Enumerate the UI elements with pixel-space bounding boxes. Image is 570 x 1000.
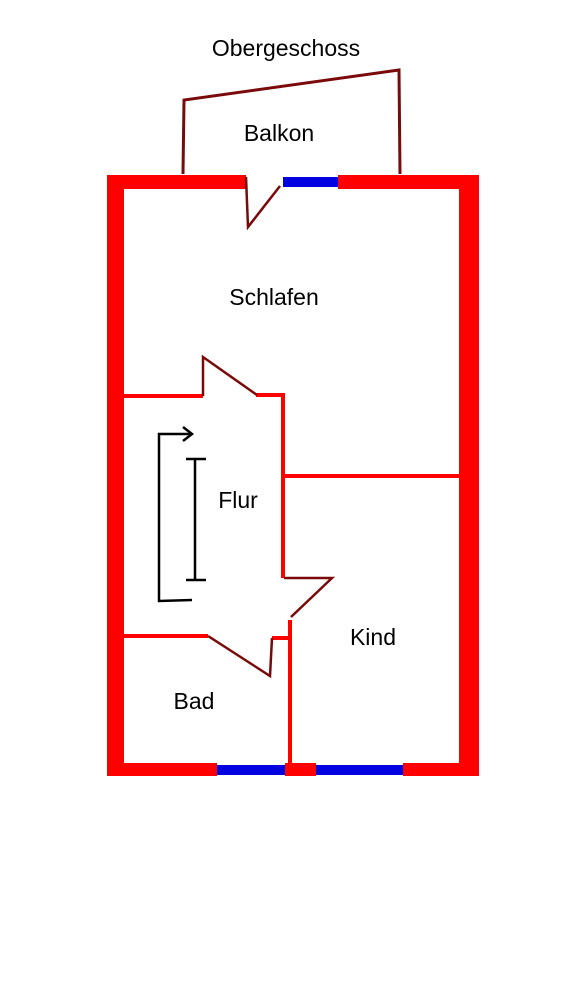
door-bedroom xyxy=(201,354,258,397)
wall-top-right xyxy=(338,175,479,189)
wall-top-left xyxy=(107,175,246,189)
child-room-label: Kind xyxy=(350,624,396,650)
wall-right xyxy=(459,175,479,776)
door-balcony xyxy=(244,176,281,231)
window-child-room xyxy=(316,765,403,775)
balcony-outline xyxy=(181,68,402,175)
wall-bottom-right xyxy=(403,763,479,776)
stair-arrow-path xyxy=(157,432,193,603)
windows xyxy=(217,177,403,775)
door-child-room xyxy=(284,576,336,618)
stair-arrow-head xyxy=(182,426,195,442)
stairs xyxy=(157,426,206,603)
balcony-label: Balkon xyxy=(244,120,314,146)
doors xyxy=(201,176,336,679)
window-bathroom xyxy=(217,765,285,775)
wall-left xyxy=(107,175,124,776)
interior-walls xyxy=(124,393,459,763)
door-bathroom xyxy=(207,634,274,679)
outer-walls xyxy=(107,175,479,776)
floor-title: Obergeschoss xyxy=(212,35,360,61)
window-balcony xyxy=(283,177,338,187)
wall-bottom-middle xyxy=(285,763,316,776)
bedroom-label: Schlafen xyxy=(229,284,319,310)
hallway-label: Flur xyxy=(218,487,258,513)
bathroom-label: Bad xyxy=(174,688,215,714)
wall-bottom-left xyxy=(107,763,217,776)
